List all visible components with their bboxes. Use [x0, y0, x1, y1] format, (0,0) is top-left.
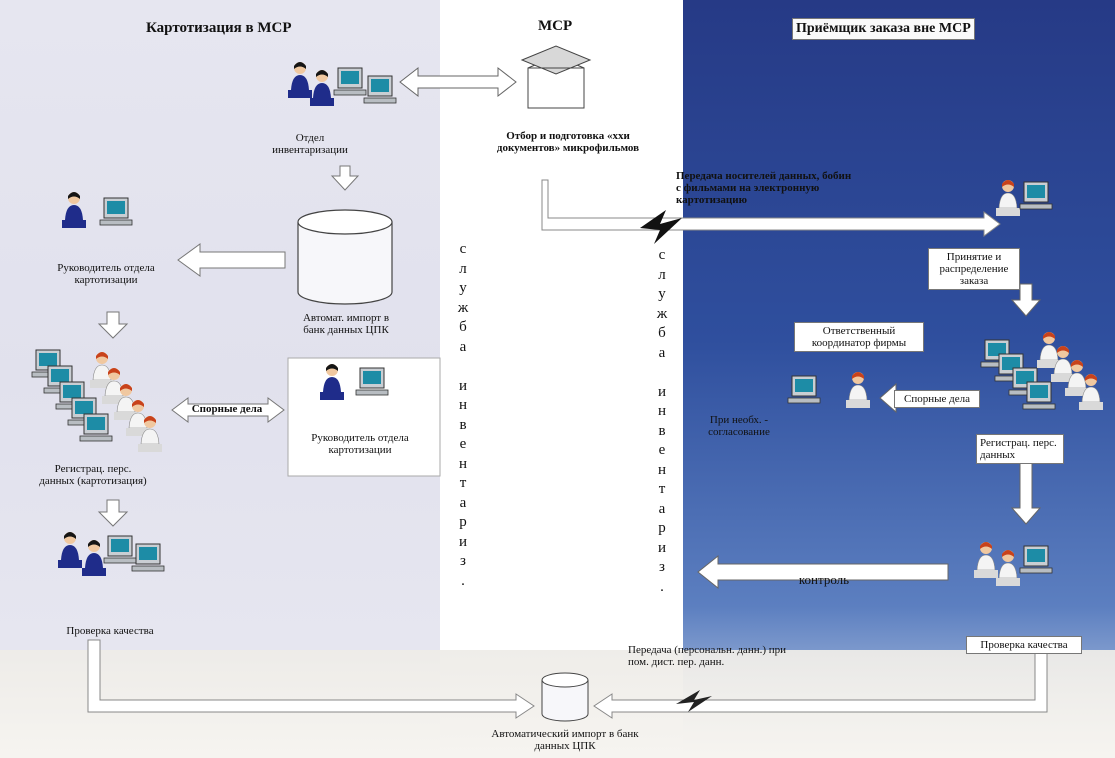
rukovoditel-left-label: Руководитель отдела картотизации — [57, 262, 155, 286]
rukovoditel-center-label: Руководитель отдела картотизации — [311, 432, 409, 456]
right-title: Приёмщик заказа вне МСР — [792, 18, 975, 40]
vertical-left-char: е — [459, 436, 467, 452]
vertical-right-char: и — [657, 383, 667, 400]
vertical-left-char: н — [458, 455, 468, 472]
vertical-left-char: л — [459, 260, 467, 277]
lightning-transfer-icon — [640, 210, 682, 244]
kontrol-label: контроль — [798, 572, 850, 587]
vertical-right-char: з — [659, 559, 665, 575]
pri-neobh-label: При необх. - согласование — [708, 414, 770, 438]
computer-workstation-icon — [62, 192, 133, 228]
computer-workstation-icon — [288, 62, 397, 106]
vertical-left-char: с — [459, 241, 467, 257]
computer-workstation-icon — [58, 532, 165, 576]
computer-workstation-icon — [973, 541, 1053, 587]
otdel-label: Отдел инвентаризации — [272, 132, 348, 156]
avtomat-import-top-label: Автомат. импорт в банк данных ЦПК — [302, 312, 390, 336]
vertical-right-char: а — [658, 500, 666, 517]
vertical-left-char — [454, 357, 472, 377]
computer-workstation-icon — [31, 349, 163, 453]
vertical-right-char — [653, 363, 671, 383]
vertical-right-char: а — [658, 344, 666, 361]
computer-workstation-icon — [980, 331, 1104, 411]
vertical-right-char: р — [658, 520, 666, 536]
middle-panel — [440, 0, 683, 758]
vertical-left-char: и — [458, 533, 468, 550]
middle-title: МСР — [538, 18, 573, 34]
registrac-left-label: Регистрац. перс. данных (картотизация) — [39, 463, 147, 487]
vertical-left-char: т — [459, 475, 467, 491]
vertical-right-char: у — [658, 286, 666, 302]
vertical-left-char: и — [458, 377, 468, 394]
vertical-right-char: л — [658, 266, 666, 283]
priyatie-label: Принятие и распределение заказа — [928, 248, 1020, 290]
peredacha-label: Передача носителей данных, бобин с фильм… — [676, 170, 852, 206]
right-panel — [683, 0, 1115, 758]
vertical-right-char: т — [658, 481, 666, 497]
vertical-right-char: е — [658, 442, 666, 458]
proverka-left-label: Проверка качества — [66, 625, 154, 637]
database-cylinder-icon — [541, 672, 589, 722]
vertical-right-char: н — [657, 461, 667, 478]
database-cylinder-icon — [297, 209, 393, 305]
vertical-left-char: а — [459, 338, 467, 355]
vertical-right-char: с — [658, 247, 666, 263]
vertical-left-char: в — [459, 416, 467, 433]
otbor-label: Отбор и подготовка «xxи документов» микр… — [496, 130, 640, 154]
double-arrow-icon — [399, 66, 517, 98]
registrac-right-label: Регистрац. перс. данных — [976, 434, 1064, 464]
vertical-left-char: н — [458, 397, 468, 413]
vertical-left-char: ж — [457, 299, 469, 316]
vertical-left-char: а — [459, 494, 467, 511]
lightning-transfer-icon — [676, 690, 712, 712]
spornye-dela-left-label: Спорные дела — [191, 403, 263, 415]
vertical-right-char: ж — [656, 305, 668, 322]
otvetstvenny-label: Ответственный координатор фирмы — [794, 322, 924, 352]
computer-workstation-icon — [995, 179, 1053, 217]
vertical-left-char: з — [460, 553, 466, 569]
vertical-left-char: . — [461, 572, 465, 589]
vertical-left-char: у — [459, 280, 467, 296]
spornye-dela-right-label: Спорные дела — [894, 390, 980, 408]
left-title: Картотизация в МСР — [146, 20, 292, 36]
vertical-right-char: и — [657, 539, 667, 556]
avtomat-import-bottom-label: Автоматический импорт в банк данных ЦПК — [491, 728, 639, 752]
vertical-left-char: б — [459, 319, 467, 335]
document-box-icon — [520, 45, 592, 109]
vertical-right-char: б — [658, 325, 666, 341]
computer-workstation-icon — [787, 371, 871, 409]
proverka-right-label: Проверка качества — [966, 636, 1082, 654]
vertical-left-char: р — [459, 514, 467, 530]
vertical-right-char: н — [657, 403, 667, 419]
peredacha-personal-label: Передача (персональн. данн.) при пом. ди… — [628, 644, 787, 668]
vertical-right-char: в — [658, 422, 666, 439]
vertical-right-char: . — [660, 578, 664, 595]
